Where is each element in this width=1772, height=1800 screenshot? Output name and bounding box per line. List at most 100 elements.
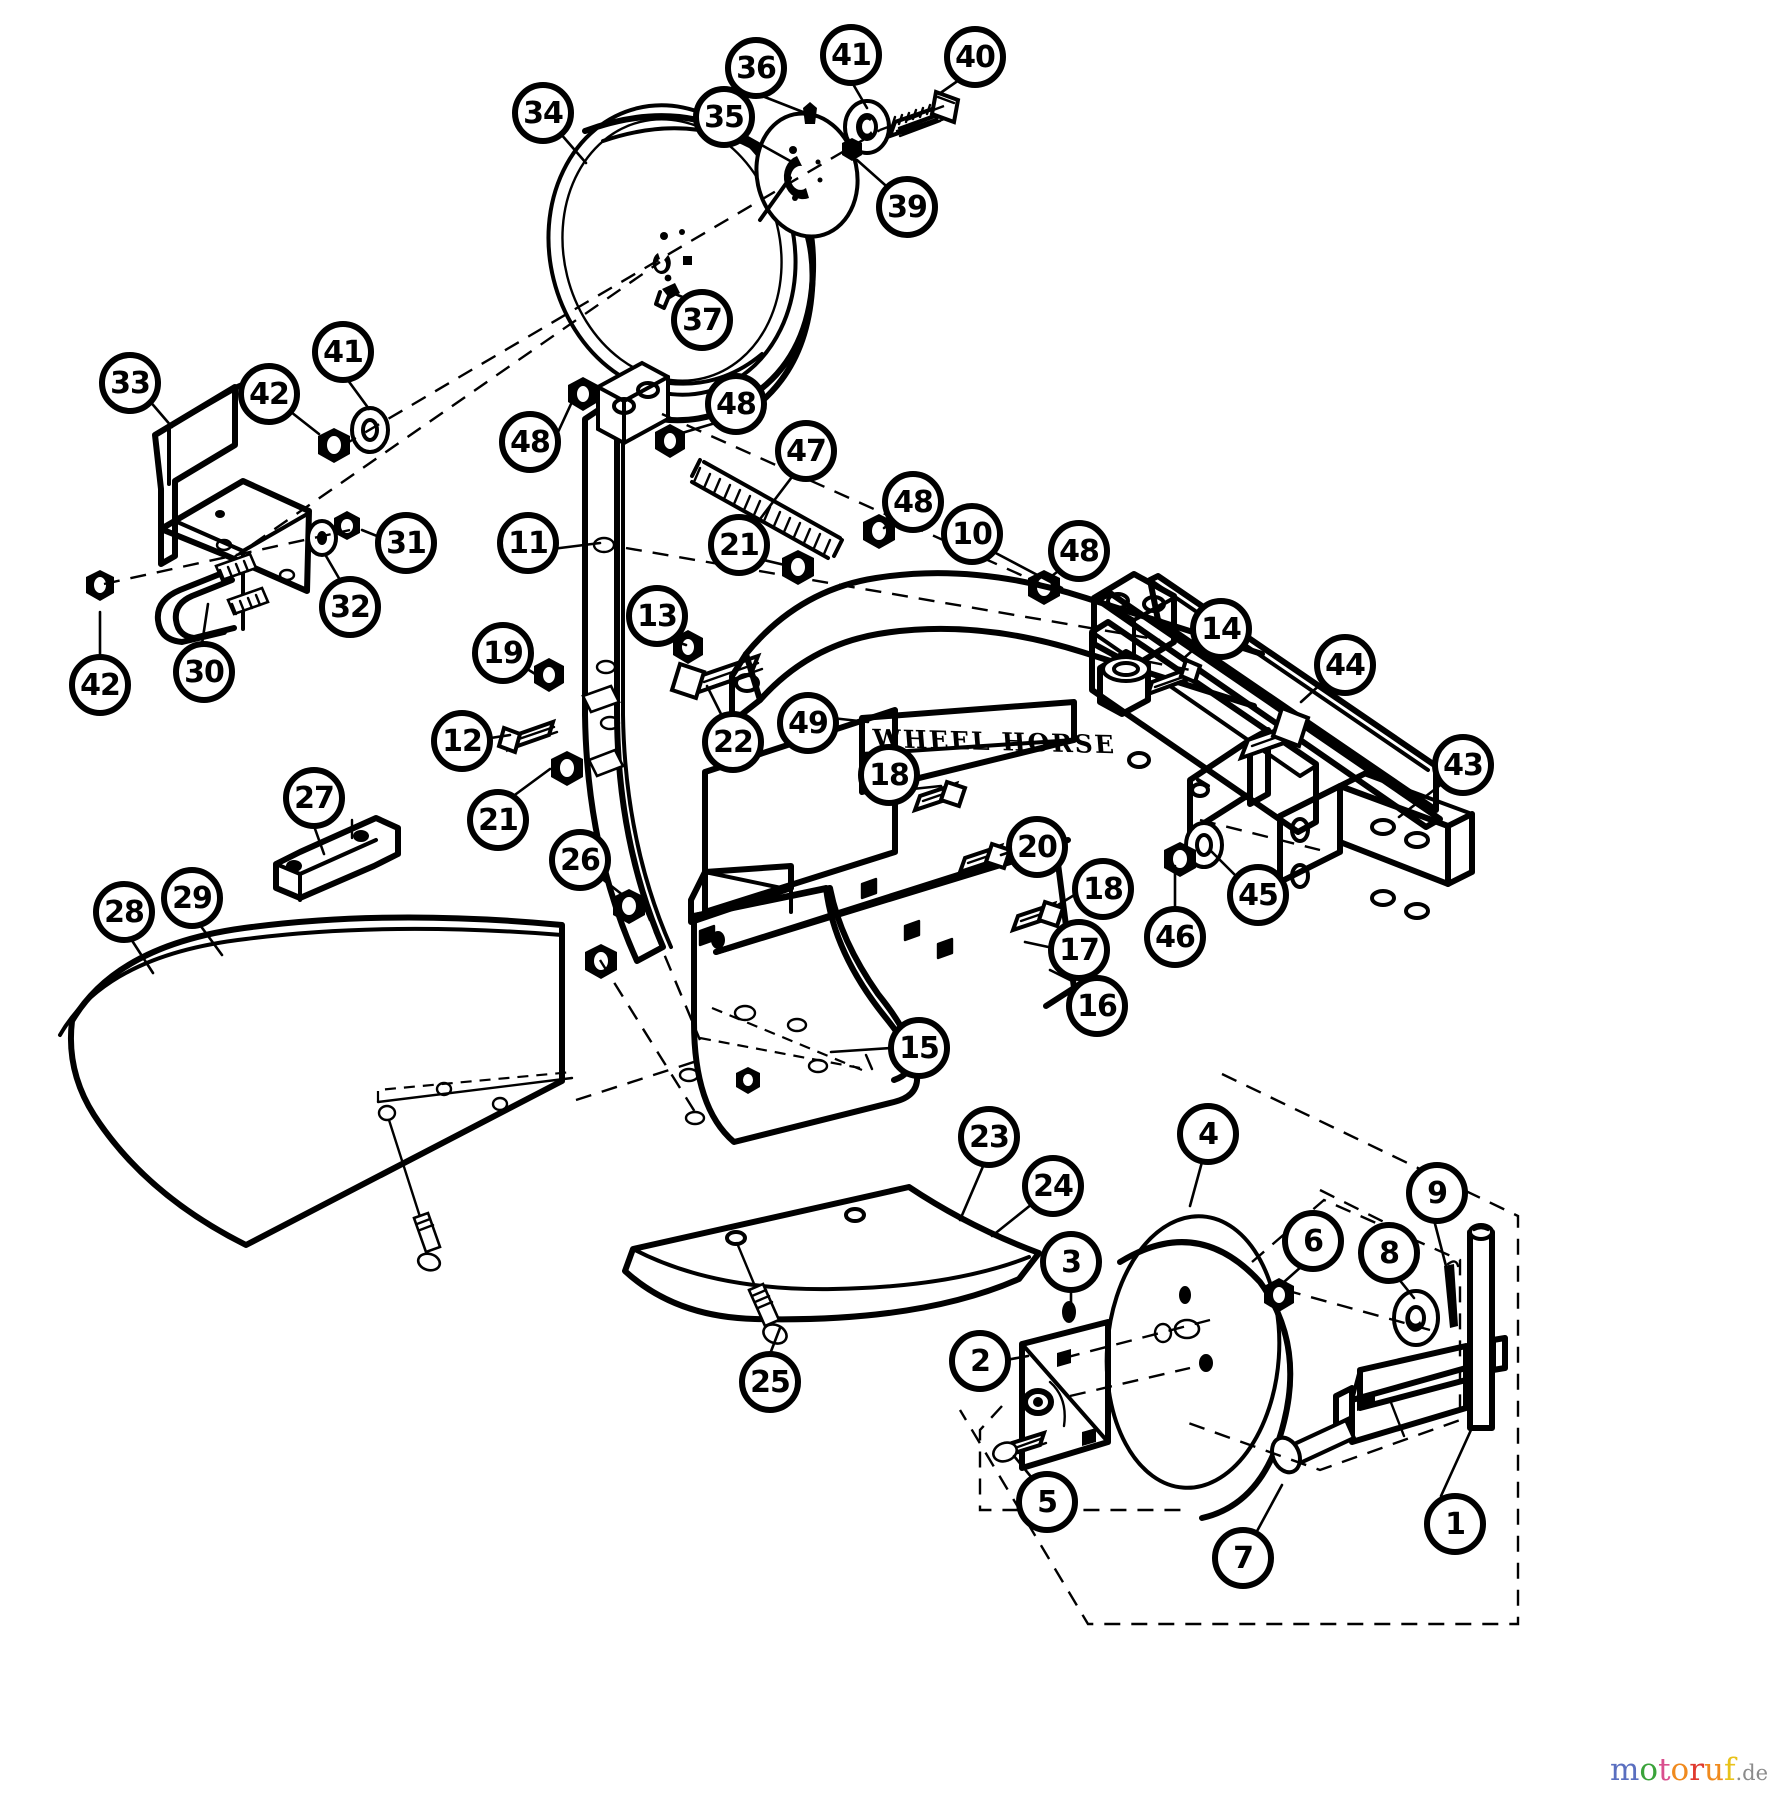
callout-46[interactable]: 46 xyxy=(1144,906,1206,968)
standard-11 xyxy=(581,360,673,964)
callout-39[interactable]: 39 xyxy=(876,176,938,238)
bolt-18-a xyxy=(911,779,968,814)
callout-42[interactable]: 42 xyxy=(69,654,131,716)
callout-18[interactable]: 18 xyxy=(1072,858,1134,920)
callout-7[interactable]: 7 xyxy=(1212,1527,1274,1589)
callout-29[interactable]: 29 xyxy=(161,867,223,929)
callout-41[interactable]: 41 xyxy=(312,321,374,383)
callout-28[interactable]: 28 xyxy=(93,881,155,943)
u-bolt-30 xyxy=(154,552,270,645)
nut-46 xyxy=(1164,842,1196,877)
watermark-letter: f xyxy=(1724,1752,1736,1788)
disc-mount-plate-2 xyxy=(1019,1319,1111,1471)
washer-8 xyxy=(1392,1289,1440,1347)
coulter-disc-4 xyxy=(1104,1214,1294,1521)
callout-24[interactable]: 24 xyxy=(1022,1155,1084,1217)
callout-3[interactable]: 3 xyxy=(1040,1231,1102,1293)
motoruf-watermark: motoruf.de xyxy=(1610,1752,1768,1788)
bolt-18-b xyxy=(1009,899,1066,934)
callout-37[interactable]: 37 xyxy=(671,289,733,351)
callout-48[interactable]: 48 xyxy=(1048,520,1110,582)
nut-6 xyxy=(1264,1278,1294,1312)
callout-4[interactable]: 4 xyxy=(1177,1103,1239,1165)
callout-5[interactable]: 5 xyxy=(1016,1471,1078,1533)
callout-26[interactable]: 26 xyxy=(549,829,611,891)
callout-33[interactable]: 33 xyxy=(99,352,161,414)
callout-25[interactable]: 25 xyxy=(739,1351,801,1413)
nut-21-a xyxy=(782,550,814,585)
callout-11[interactable]: 11 xyxy=(497,512,559,574)
nut-48-a xyxy=(568,377,598,411)
bolt-12 xyxy=(496,718,559,755)
callout-21[interactable]: 21 xyxy=(467,789,529,851)
callout-15[interactable]: 15 xyxy=(888,1017,950,1079)
watermark-letter: o xyxy=(1639,1752,1659,1788)
callout-13[interactable]: 13 xyxy=(626,585,688,647)
bracket-27 xyxy=(273,815,401,902)
nut-13 xyxy=(673,630,703,664)
callout-21[interactable]: 21 xyxy=(708,514,770,576)
callout-43[interactable]: 43 xyxy=(1432,734,1494,796)
watermark-suffix: .de xyxy=(1735,1761,1769,1785)
moldboard-left-28 xyxy=(58,914,574,1272)
nut-26-a xyxy=(613,889,645,924)
nut-48-c xyxy=(863,514,895,549)
callout-34[interactable]: 34 xyxy=(512,82,574,144)
cotter-pin-9 xyxy=(1444,1260,1460,1328)
callout-17[interactable]: 17 xyxy=(1048,919,1110,981)
callout-12[interactable]: 12 xyxy=(431,710,493,772)
callout-49[interactable]: 49 xyxy=(777,692,839,754)
callout-48[interactable]: 48 xyxy=(882,471,944,533)
callout-1[interactable]: 1 xyxy=(1424,1493,1486,1555)
callout-2[interactable]: 2 xyxy=(949,1330,1011,1392)
callout-42[interactable]: 42 xyxy=(238,363,300,425)
nut-21-b xyxy=(551,751,583,786)
nut-42-right xyxy=(318,428,350,463)
callout-23[interactable]: 23 xyxy=(958,1106,1020,1168)
callout-16[interactable]: 16 xyxy=(1066,975,1128,1037)
bolt-14 xyxy=(1144,657,1203,698)
grease-fitting-36 xyxy=(803,102,817,124)
callout-8[interactable]: 8 xyxy=(1358,1222,1420,1284)
bolt-5 xyxy=(992,1429,1048,1463)
nut-48-b xyxy=(655,424,685,458)
bolt-40 xyxy=(886,89,961,140)
nut-19 xyxy=(534,658,564,692)
callout-41[interactable]: 41 xyxy=(820,24,882,86)
carriage-bolt-7 xyxy=(1270,1417,1357,1475)
nut-31 xyxy=(334,511,360,540)
watermark-letter: o xyxy=(1670,1752,1690,1788)
watermark-letter: u xyxy=(1704,1752,1725,1788)
callout-9[interactable]: 9 xyxy=(1406,1162,1468,1224)
callout-6[interactable]: 6 xyxy=(1282,1210,1344,1272)
bolt-20 xyxy=(956,841,1013,876)
callout-30[interactable]: 30 xyxy=(173,641,235,703)
nut-42-left xyxy=(86,570,114,601)
callout-18[interactable]: 18 xyxy=(858,744,920,806)
watermark-letter: t xyxy=(1658,1752,1671,1788)
callout-44[interactable]: 44 xyxy=(1314,634,1376,696)
callout-48[interactable]: 48 xyxy=(499,411,561,473)
callout-47[interactable]: 47 xyxy=(775,420,837,482)
callout-14[interactable]: 14 xyxy=(1190,598,1252,660)
callout-35[interactable]: 35 xyxy=(693,86,755,148)
watermark-letter: m xyxy=(1610,1752,1640,1788)
washer-32 xyxy=(306,519,338,557)
hitch-bracket-43 xyxy=(1277,769,1475,920)
wheel-hub xyxy=(754,111,860,239)
watermark-letter: r xyxy=(1689,1752,1705,1788)
main-beam-10 xyxy=(1089,573,1443,835)
callout-45[interactable]: 45 xyxy=(1227,864,1289,926)
callout-10[interactable]: 10 xyxy=(941,503,1003,565)
callout-22[interactable]: 22 xyxy=(702,711,764,773)
callout-19[interactable]: 19 xyxy=(472,622,534,684)
callout-27[interactable]: 27 xyxy=(283,767,345,829)
callout-32[interactable]: 32 xyxy=(319,576,381,638)
callout-40[interactable]: 40 xyxy=(944,26,1006,88)
pin-3 xyxy=(1062,1301,1076,1323)
callout-31[interactable]: 31 xyxy=(375,512,437,574)
callout-48[interactable]: 48 xyxy=(705,373,767,435)
plow-share-23 xyxy=(622,1184,1042,1323)
callout-20[interactable]: 20 xyxy=(1006,816,1068,878)
